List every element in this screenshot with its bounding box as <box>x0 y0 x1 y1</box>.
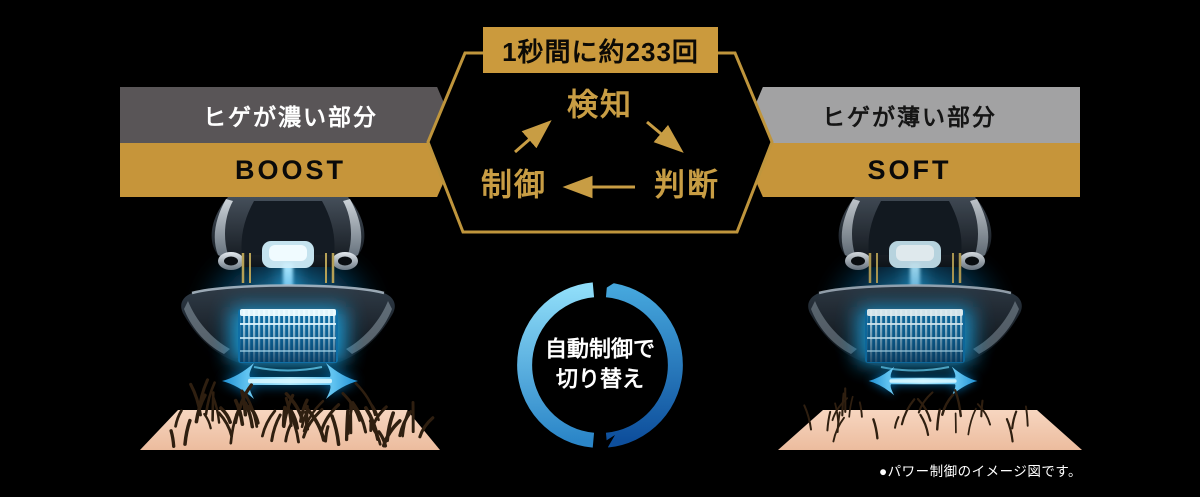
cycle-hexagon: 検知 制御 判断 <box>426 51 774 234</box>
skin-patch-dense <box>140 410 440 450</box>
frequency-badge: 1秒間に約233回 <box>483 27 718 73</box>
ring-notch-bottom <box>596 435 615 459</box>
shaver-illustration-left <box>140 197 440 450</box>
ring-arc-left <box>517 282 595 448</box>
left-mode-label: BOOST <box>234 154 346 185</box>
beard-hairs-dense <box>169 378 435 448</box>
ring-notch-top <box>595 271 614 295</box>
ring-label-line2: 切り替え <box>556 367 644 392</box>
shaver-illustration-right <box>778 197 1082 450</box>
hexagon-outline <box>426 51 774 234</box>
auto-switch-ring: 自動制御で 切り替え <box>517 271 683 459</box>
left-mode-banner: BOOST <box>120 143 461 197</box>
right-mode-label: SOFT <box>867 154 952 185</box>
ring-arc-right <box>605 282 683 448</box>
cycle-step-detect: 検知 <box>567 88 633 123</box>
ring-label-line1: 自動制御で <box>545 337 655 362</box>
right-condition-label: ヒゲが薄い部分 <box>822 104 997 130</box>
footnote: ●パワー制御のイメージ図です。 <box>878 464 1082 479</box>
beard-hairs-sparse <box>803 387 1029 443</box>
arrow-detect-to-judge <box>646 120 684 153</box>
shaver-head-right <box>808 197 1022 371</box>
left-condition-banner: ヒゲが濃い部分 <box>120 87 461 143</box>
cycle-step-control: 制御 <box>481 168 547 203</box>
right-condition-banner: ヒゲが薄い部分 <box>739 87 1080 143</box>
skin-patch-sparse <box>778 410 1082 450</box>
frequency-badge-label: 1秒間に約233回 <box>502 36 699 67</box>
shaver-head-left <box>181 197 395 371</box>
arrow-control-to-detect <box>514 120 552 154</box>
left-condition-label: ヒゲが濃い部分 <box>203 104 378 130</box>
cycle-step-judge: 判断 <box>654 168 720 203</box>
right-mode-banner: SOFT <box>739 143 1080 197</box>
